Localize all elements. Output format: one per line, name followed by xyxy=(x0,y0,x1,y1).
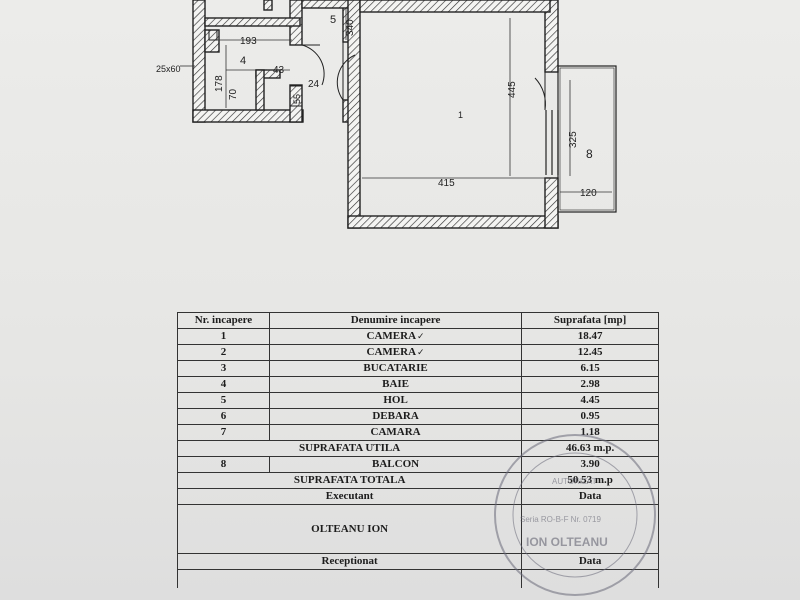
executant-header-row: Executant Data xyxy=(176,488,659,505)
executant-row: OLTEANU ION xyxy=(176,504,659,554)
room-nr: 4 xyxy=(177,376,270,393)
dim-325: 325 xyxy=(568,131,579,148)
room-area: 18.47 xyxy=(521,328,659,345)
room-name: CAMARA xyxy=(268,424,523,441)
window-right xyxy=(545,110,559,175)
room-area: 1.18 xyxy=(521,424,659,441)
table-header-row: Nr. incapere Denumire incapere Suprafata… xyxy=(177,312,659,329)
total-area-value: 50.53 m.p xyxy=(521,472,659,489)
receptionat-date-label: Data xyxy=(521,553,659,570)
room-number-1: 1 xyxy=(458,110,463,120)
room-nr: 5 xyxy=(177,392,270,409)
executant-date-cell xyxy=(521,504,659,554)
room-number-8: 8 xyxy=(586,147,593,161)
table-row: 6 DEBARA 0.95 xyxy=(177,408,659,425)
room-area: 6.15 xyxy=(521,360,659,377)
room-number-5: 5 xyxy=(330,14,336,26)
plan-labels: 193 178 70 43 24 55 340 445 415 325 120 … xyxy=(156,14,597,199)
balcony-nr: 8 xyxy=(177,456,270,473)
balcony-area: 3.90 xyxy=(521,456,659,473)
dim-55: 55 xyxy=(292,94,302,104)
receptionat-signature-cell xyxy=(176,569,523,588)
dim-178: 178 xyxy=(214,75,225,92)
total-area-label: SUPRAFATA TOTALA xyxy=(176,472,523,489)
room-area: 4.45 xyxy=(521,392,659,409)
floor-plan: 193 178 70 43 24 55 340 445 415 325 120 … xyxy=(156,0,617,229)
table-row: 3 BUCATARIE 6.15 xyxy=(177,360,659,377)
room-name: CAMERA xyxy=(366,330,417,342)
window-note: 25x60 xyxy=(156,64,181,74)
dim-340: 340 xyxy=(345,19,356,36)
dim-193: 193 xyxy=(240,36,257,47)
main-room-walls xyxy=(347,0,559,229)
useful-area-label: SUPRAFATA UTILA xyxy=(176,440,523,457)
room-number-4: 4 xyxy=(240,55,246,67)
total-area-row: SUPRAFATA TOTALA 50.53 m.p xyxy=(176,472,659,489)
room-name-cell: CAMERA✓ xyxy=(268,344,523,361)
executant-label: Executant xyxy=(176,488,523,505)
room-nr: 3 xyxy=(177,360,270,377)
header-area: Suprafata [mp] xyxy=(521,312,659,329)
room-nr: 2 xyxy=(177,344,270,361)
room-name: BAIE xyxy=(268,376,523,393)
room-name: BUCATARIE xyxy=(268,360,523,377)
check-mark: ✓ xyxy=(417,331,425,341)
dim-120: 120 xyxy=(580,188,597,199)
receptionat-label: Receptionat xyxy=(176,553,523,570)
dimension-lines xyxy=(212,8,612,193)
table-row: 7 CAMARA 1.18 xyxy=(177,424,659,441)
executant-date-label: Data xyxy=(521,488,659,505)
room-nr: 6 xyxy=(177,408,270,425)
room-name: HOL xyxy=(268,392,523,409)
room-area: 0.95 xyxy=(521,408,659,425)
receptionat-date-cell xyxy=(521,569,659,588)
fixtures xyxy=(208,29,303,107)
table-row: 2 CAMERA✓ 12.45 xyxy=(177,344,659,361)
table-row: 1 CAMERA✓ 18.47 xyxy=(177,328,659,345)
room-nr: 1 xyxy=(177,328,270,345)
door-swings xyxy=(301,42,546,111)
receptionat-row xyxy=(176,569,659,588)
dim-24: 24 xyxy=(308,79,320,90)
balcony-row: 8 BALCON 3.90 xyxy=(177,456,659,473)
room-name: DEBARA xyxy=(268,408,523,425)
dim-70: 70 xyxy=(228,88,239,100)
dim-415: 415 xyxy=(438,178,455,189)
room-name-cell: CAMERA✓ xyxy=(268,328,523,345)
room-area: 12.45 xyxy=(521,344,659,361)
dim-43: 43 xyxy=(273,65,285,76)
balcony xyxy=(557,65,617,213)
table-row: 4 BAIE 2.98 xyxy=(177,376,659,393)
table-row: 5 HOL 4.45 xyxy=(177,392,659,409)
executant-name: OLTEANU ION xyxy=(176,504,523,554)
check-mark: ✓ xyxy=(417,347,425,357)
useful-area-value: 46.63 m.p. xyxy=(521,440,659,457)
room-area: 2.98 xyxy=(521,376,659,393)
bathroom-walls xyxy=(192,0,304,123)
room-name: CAMERA xyxy=(366,346,417,358)
balcony-name: BALCON xyxy=(268,456,523,473)
dim-445: 445 xyxy=(507,81,518,98)
header-nr: Nr. incapere xyxy=(177,312,270,329)
room-areas-table: Nr. incapere Denumire incapere Suprafata… xyxy=(176,312,659,588)
header-name: Denumire incapere xyxy=(268,312,523,329)
useful-area-row: SUPRAFATA UTILA 46.63 m.p. xyxy=(176,440,659,457)
receptionat-header-row: Receptionat Data xyxy=(176,553,659,570)
room-nr: 7 xyxy=(177,424,270,441)
